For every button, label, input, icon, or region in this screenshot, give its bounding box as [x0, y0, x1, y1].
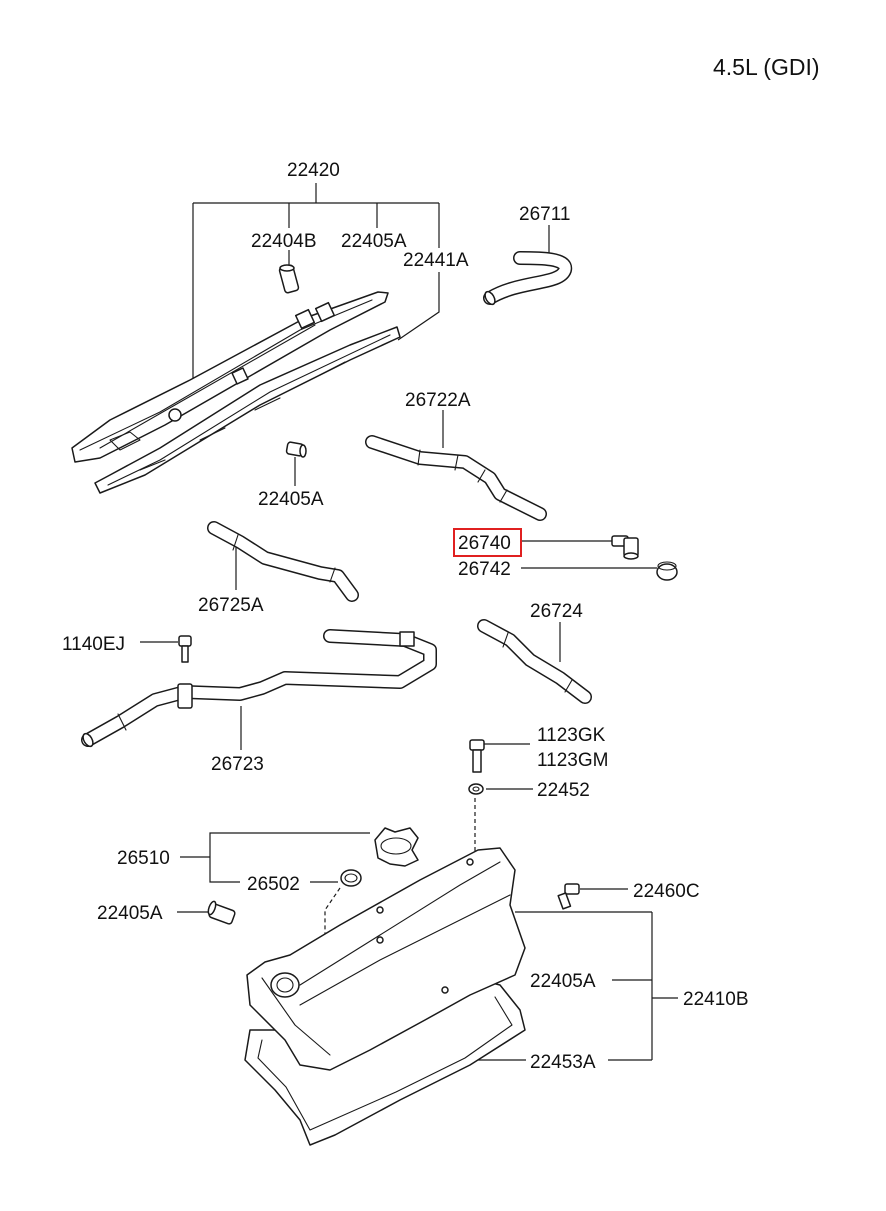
- part-22441A: [94, 326, 401, 494]
- label-22405A-cover[interactable]: 22405A: [530, 971, 596, 992]
- part-22452: [468, 783, 484, 795]
- label-22452[interactable]: 22452: [537, 780, 590, 801]
- label-26724[interactable]: 26724: [530, 601, 583, 622]
- part-1123GK: [469, 739, 485, 773]
- label-22453A[interactable]: 22453A: [530, 1052, 596, 1073]
- label-26510[interactable]: 26510: [117, 848, 170, 869]
- label-22420[interactable]: 22420: [287, 160, 340, 181]
- part-22405A-low: [207, 900, 236, 925]
- label-22441A[interactable]: 22441A: [403, 250, 469, 271]
- part-26725A: [207, 521, 359, 602]
- part-26510: [374, 827, 419, 867]
- label-26722A[interactable]: 26722A: [405, 390, 471, 411]
- label-26725A[interactable]: 26725A: [198, 595, 264, 616]
- part-1140EJ: [178, 635, 192, 663]
- part-26724: [477, 619, 592, 704]
- part-26502: [340, 869, 362, 887]
- part-26723: [81, 629, 437, 748]
- leader-lines: [140, 183, 678, 1061]
- part-26722A: [365, 435, 547, 521]
- label-26711[interactable]: 26711: [519, 204, 570, 225]
- label-22405A-top[interactable]: 22405A: [341, 231, 407, 252]
- label-26723[interactable]: 26723: [211, 754, 264, 775]
- part-26711: [483, 251, 572, 306]
- part-22410B-cover: [246, 847, 526, 1071]
- label-22405A-low[interactable]: 22405A: [97, 903, 163, 924]
- part-22460C: [557, 883, 580, 910]
- label-22405A-mid[interactable]: 22405A: [258, 489, 324, 510]
- label-26742[interactable]: 26742: [458, 559, 511, 580]
- part-26740: [611, 535, 639, 560]
- label-26502[interactable]: 26502: [247, 874, 300, 895]
- highlight-box: [453, 528, 522, 557]
- label-22404B[interactable]: 22404B: [251, 231, 317, 252]
- engine-label: 4.5L (GDI): [713, 54, 820, 80]
- label-1123GK[interactable]: 1123GK: [537, 725, 606, 746]
- part-labels: 22420 22404B 22405A 22441A 26711 26722A …: [62, 160, 749, 1073]
- part-22404B: [278, 264, 300, 294]
- label-1140EJ[interactable]: 1140EJ: [62, 634, 125, 655]
- part-22405A-mid: [285, 441, 307, 458]
- part-26742: [656, 561, 678, 581]
- part-22420-deflector: [71, 291, 389, 463]
- label-22410B[interactable]: 22410B: [683, 989, 749, 1010]
- label-26740[interactable]: 26740: [458, 533, 511, 554]
- label-22460C[interactable]: 22460C: [633, 881, 700, 902]
- label-1123GM[interactable]: 1123GM: [537, 750, 608, 771]
